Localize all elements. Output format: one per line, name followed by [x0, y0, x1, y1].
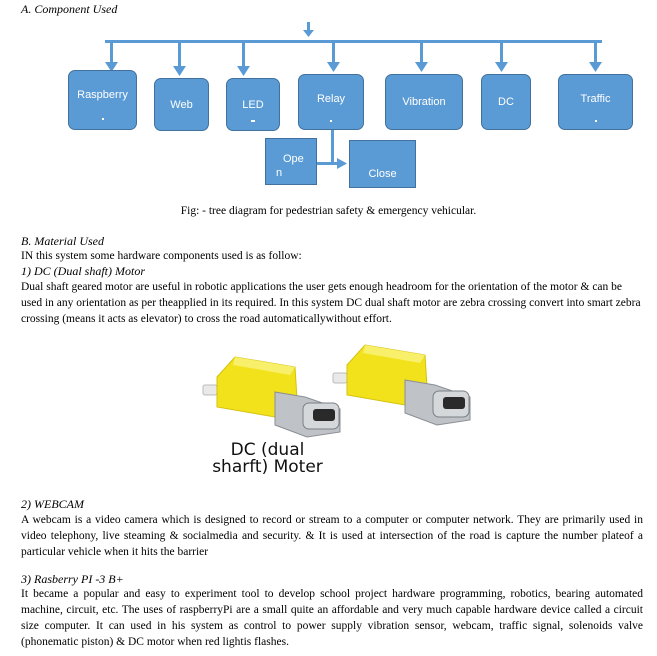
box-dot	[251, 120, 255, 122]
box-dc-label: DC	[498, 96, 514, 108]
dc-motor-photo-icon	[202, 344, 471, 438]
item-3-heading: 3) Rasberry PI -3 B+	[21, 572, 124, 586]
section-b-heading: B. Material Used	[21, 234, 104, 248]
motor-label-line2: sharft) Moter	[212, 457, 323, 477]
item-1-text: Dual shaft geared motor are useful in ro…	[21, 281, 641, 325]
box-traffic-label: Traffic	[580, 93, 611, 105]
box-vibration: Vibration	[385, 74, 463, 130]
dc-motor-image: DC (dual sharft) Moter	[195, 337, 480, 485]
figure-caption: Fig: - tree diagram for pedestrian safet…	[180, 205, 477, 217]
box-close-label: Close	[368, 168, 397, 180]
box-web-label: Web	[170, 98, 193, 111]
section-a-heading: A. Component Used	[21, 2, 118, 16]
section-b-intro: IN this system some hardware components …	[21, 250, 302, 262]
box-raspberry: Raspberry	[68, 70, 137, 130]
item-1-heading: 1) DC (Dual shaft) Motor	[21, 264, 145, 278]
box-led-label: LED	[242, 98, 264, 111]
item-2-heading: 2) WEBCAM	[21, 497, 84, 511]
box-relay-label: Relay	[316, 93, 346, 105]
item-3-text: It became a popular and easy to experime…	[21, 588, 643, 648]
box-open-label-line1: Ope	[283, 153, 304, 165]
box-raspberry-label: Raspberry	[77, 89, 128, 101]
box-open: Ope n	[265, 138, 317, 185]
box-traffic: Traffic	[558, 74, 633, 130]
box-dot	[330, 120, 332, 122]
motor-label-line1: DC (dual	[230, 440, 305, 460]
box-relay: Relay	[298, 74, 364, 130]
tree-connectors	[105, 22, 602, 169]
box-open-label-line2: n	[276, 167, 283, 179]
box-dot	[101, 118, 104, 120]
box-dc: DC	[481, 74, 531, 130]
box-vibration-label: Vibration	[402, 96, 446, 108]
box-web: Web	[154, 78, 209, 131]
item-2-text: A webcam is a video camera which is desi…	[21, 514, 643, 558]
box-dot	[594, 120, 597, 122]
box-led: LED	[226, 78, 280, 131]
box-close: Close	[349, 140, 416, 188]
